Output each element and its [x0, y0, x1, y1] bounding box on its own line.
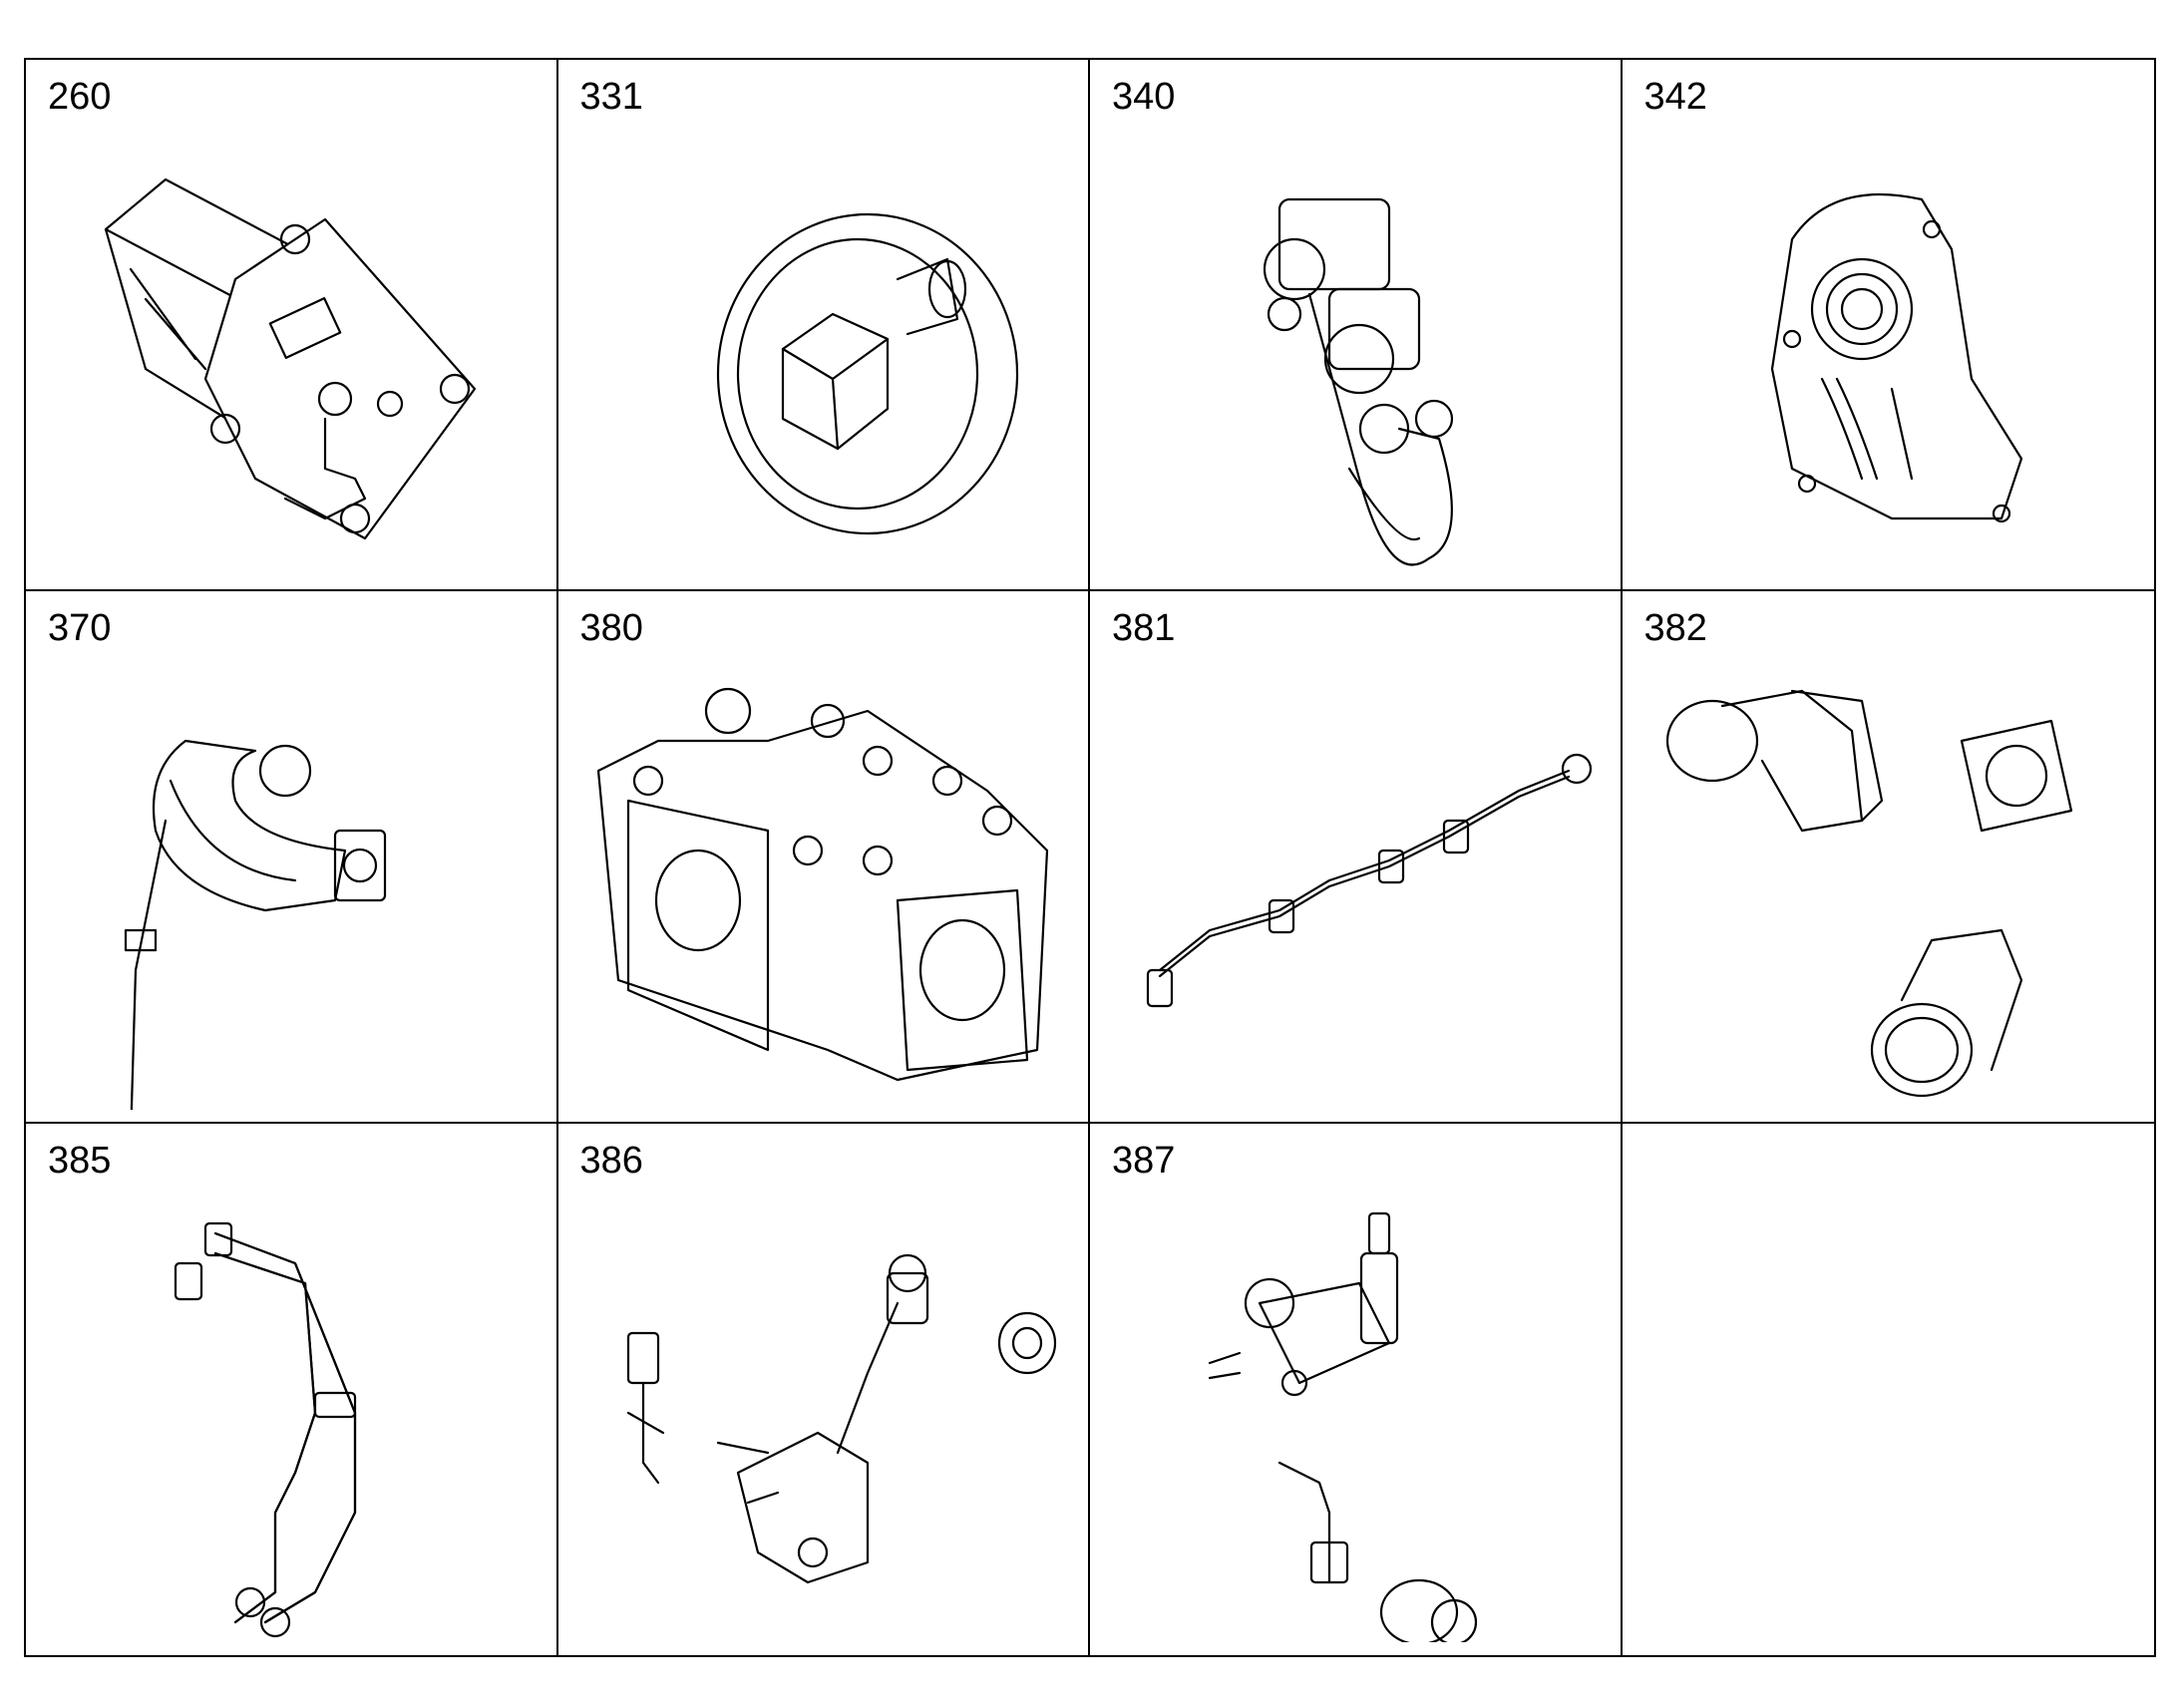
breather-fittings-icon: [1208, 1211, 1478, 1642]
part-cell-382[interactable]: 382: [1622, 591, 2154, 1124]
part-cell-386[interactable]: 386: [558, 1123, 1090, 1655]
part-number: 340: [1112, 76, 1176, 118]
part-number: 380: [579, 607, 643, 650]
part-cell-260[interactable]: 260: [26, 60, 558, 592]
parts-grid: 260 331 340: [24, 58, 2156, 1657]
part-cell-331[interactable]: 331: [557, 60, 1090, 592]
hex-plug-icon: [716, 212, 1018, 535]
part-number: 387: [1112, 1139, 1176, 1182]
part-number: 385: [48, 1139, 112, 1182]
tube-assembly-icon: [174, 1221, 357, 1637]
fuel-rail-icon: [1146, 754, 1593, 1008]
part-number: 370: [48, 607, 112, 650]
valve-fittings-icon: [626, 1253, 1056, 1583]
actuator-mount-icon: [104, 177, 477, 540]
part-number: 381: [1112, 607, 1176, 650]
empty-cell: [1623, 1124, 2155, 1655]
part-number: 331: [579, 76, 643, 118]
elbow-housing-icon: [1665, 690, 2072, 1098]
part-cell-340[interactable]: 340: [1090, 60, 1623, 592]
part-number: 386: [579, 1139, 643, 1182]
part-number: 382: [1643, 607, 1707, 650]
part-cell-370[interactable]: 370: [26, 591, 558, 1124]
intake-pipe-icon: [124, 740, 387, 1111]
belt-drive-icon: [1263, 197, 1454, 566]
part-cell-342[interactable]: 342: [1622, 60, 2154, 592]
part-cell-387[interactable]: 387: [1090, 1123, 1623, 1655]
part-number: 260: [48, 76, 112, 118]
part-cell-385[interactable]: 385: [26, 1123, 558, 1655]
part-number: 342: [1643, 76, 1707, 118]
timing-cover-icon: [1770, 192, 2022, 523]
part-cell-381[interactable]: 381: [1090, 591, 1623, 1124]
manifold-block-icon: [596, 688, 1048, 1082]
part-cell-380[interactable]: 380: [557, 591, 1090, 1124]
